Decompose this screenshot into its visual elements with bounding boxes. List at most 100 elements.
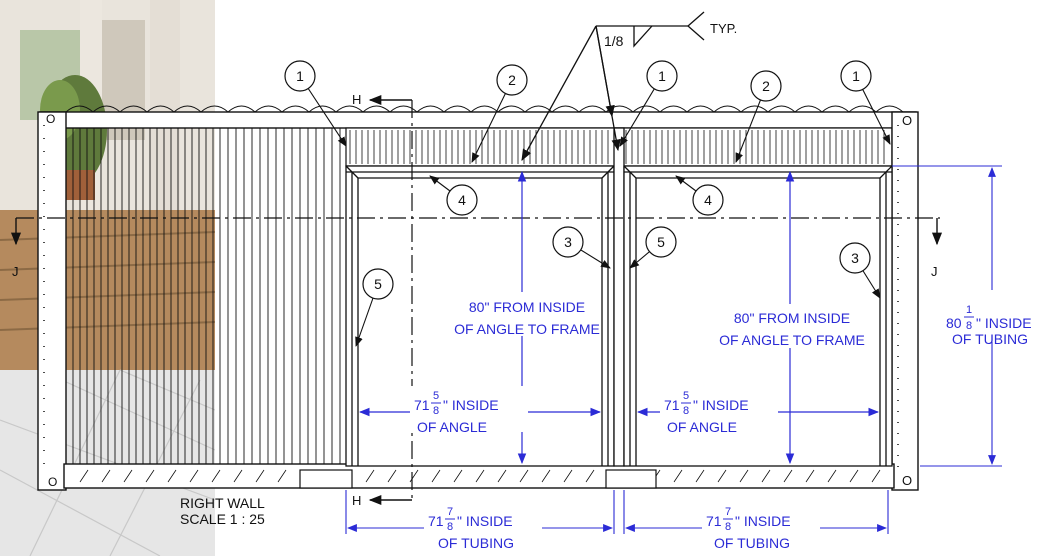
section-j-label-left: J	[12, 264, 19, 279]
balloon-number: 3	[851, 250, 859, 266]
sill-hatch	[387, 469, 397, 483]
balloon: 3	[839, 242, 881, 299]
balloon: 5	[629, 226, 677, 269]
balloon-number: 4	[458, 192, 466, 208]
corner-mark-bl: O	[48, 475, 57, 489]
weld-symbol	[521, 11, 705, 162]
dim-numerator: 5	[683, 390, 689, 402]
sill-hatch	[673, 469, 683, 483]
balloon-number: 1	[852, 68, 860, 84]
sill-hatch	[519, 469, 529, 483]
balloon-number: 2	[762, 78, 770, 94]
sill-hatch	[739, 469, 749, 483]
dim-denominator: 8	[683, 405, 689, 417]
dim-label-bg	[424, 502, 542, 548]
sill-hatch	[101, 469, 111, 483]
sill-hatch	[805, 469, 815, 483]
dim-line2: OF ANGLE	[417, 419, 487, 435]
height-tubing-den: 8	[966, 320, 972, 332]
corner-mark-tl: O	[46, 112, 55, 126]
sill-hatch	[211, 469, 221, 483]
dim-label-bg	[702, 502, 820, 548]
height-tubing-line2: OF TUBING	[952, 331, 1028, 347]
dim-numerator: 7	[447, 506, 453, 518]
dim-line2: OF TUBING	[438, 535, 514, 551]
wall-corrugation	[65, 128, 341, 464]
corner-mark-tr: O	[902, 113, 912, 128]
right-corner-post	[891, 111, 919, 491]
sill-hatch	[431, 469, 441, 483]
height-angle-right-line1: 80" FROM INSIDE	[734, 310, 850, 326]
dim-denominator: 8	[433, 405, 439, 417]
height-tubing-whole: 80	[946, 315, 962, 331]
sill-hatch	[365, 469, 375, 483]
sill-hatch	[409, 469, 419, 483]
dim-bg-3	[944, 290, 1040, 342]
dim-line1: " INSIDE	[457, 513, 513, 529]
top-rail	[39, 105, 917, 129]
dim-line2: OF ANGLE	[667, 419, 737, 435]
dim-numerator: 7	[725, 506, 731, 518]
dim-denominator: 8	[725, 521, 731, 533]
balloon-number: 5	[657, 234, 665, 250]
dim-line1: " INSIDE	[443, 397, 499, 413]
balloon: 2	[735, 70, 782, 163]
height-angle-left-line2: OF ANGLE TO FRAME	[454, 321, 600, 337]
dim-numerator: 5	[433, 390, 439, 402]
left-corner-post	[37, 111, 67, 491]
balloon-circle	[284, 60, 316, 92]
weld-typ-note: TYP.	[710, 21, 737, 36]
sill-hatch	[585, 469, 595, 483]
width-tubing-left-label: 717 8 " INSIDE OF TUBING	[424, 502, 542, 551]
sill-hatch	[189, 469, 199, 483]
sill-hatch	[783, 469, 793, 483]
sill-hatch	[563, 469, 573, 483]
sill-hatch	[167, 469, 177, 483]
dim-denominator: 8	[447, 521, 453, 533]
balloon-number: 1	[658, 68, 666, 84]
balloon-circle	[552, 226, 584, 258]
dim-whole: 71	[428, 513, 444, 529]
dim-whole: 71	[706, 513, 722, 529]
balloon-number: 2	[508, 72, 516, 88]
dim-bg-2	[714, 304, 874, 348]
sill-hatch	[695, 469, 705, 483]
balloon-number: 4	[704, 192, 712, 208]
view-scale: SCALE 1 : 25	[180, 511, 265, 527]
dim-line2: OF TUBING	[714, 535, 790, 551]
balloon-circle	[362, 268, 394, 300]
sill-hatch	[475, 469, 485, 483]
sill-hatch	[497, 469, 507, 483]
width-angle-left-label: 715 8 " INSIDE OF ANGLE	[410, 386, 528, 435]
balloon: 2	[471, 64, 528, 163]
corner-mark-br: O	[902, 473, 912, 488]
balloon-circle	[646, 60, 678, 92]
dim-label-bg	[660, 386, 778, 432]
height-tubing-line1: " INSIDE	[976, 315, 1032, 331]
balloon: 1	[619, 60, 678, 147]
sill-hatch	[277, 469, 287, 483]
view-title: RIGHT WALL	[180, 495, 265, 511]
sill-hatch	[827, 469, 837, 483]
sill-hatch	[453, 469, 463, 483]
balloon-number: 1	[296, 68, 304, 84]
sill-hatch	[761, 469, 771, 483]
balloon: 4	[429, 175, 478, 216]
sill-hatch	[123, 469, 133, 483]
section-h-label-top: H	[352, 92, 361, 107]
dim-whole: 71	[414, 397, 430, 413]
sill-hatch	[255, 469, 265, 483]
balloon-circle	[692, 184, 724, 216]
weld-size: 1/8	[604, 33, 624, 49]
height-tubing-num: 1	[966, 304, 972, 316]
balloon-circle	[750, 70, 782, 102]
dim-bg-1	[450, 292, 600, 336]
dim-line1: " INSIDE	[693, 397, 749, 413]
height-angle-left-line1: 80" FROM INSIDE	[469, 299, 585, 315]
section-line-h: H H	[352, 92, 413, 508]
section-h-label-bottom: H	[352, 493, 361, 508]
